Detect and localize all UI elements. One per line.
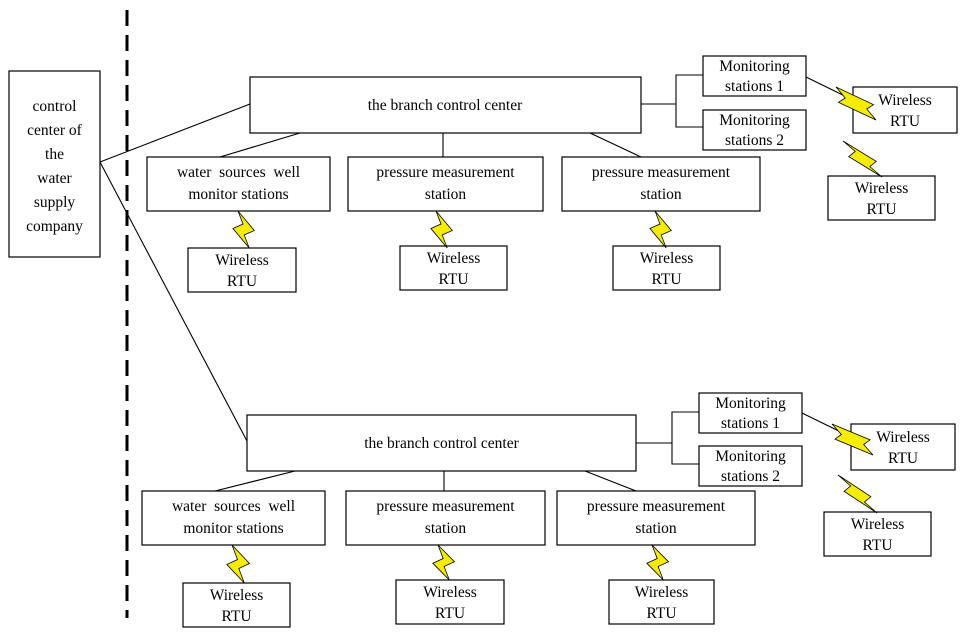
wireless-rtu-box: Wireless RTU (823, 511, 932, 557)
rtu-line-1: Wireless (215, 252, 269, 269)
rtu-line-1: Wireless (851, 516, 905, 533)
lightning-bolt-icon (432, 544, 456, 581)
pressure-station-1a: pressure measurement station (347, 156, 544, 212)
branch-group-2: the branch control center water sources … (141, 392, 956, 628)
rtu-line-2: RTU (435, 605, 465, 622)
rtu-line-2: RTU (646, 605, 676, 622)
pressure-station-1b: pressure measurement station (561, 156, 761, 212)
pressure-station-line-1: pressure measurement (376, 164, 515, 181)
lightning-bolt-icon (835, 86, 877, 121)
wireless-rtu-box: Wireless RTU (852, 86, 958, 134)
lightning-bolt-icon (831, 423, 874, 456)
wireless-rtu-box: Wireless RTU (850, 423, 956, 471)
wireless-rtu-box: Wireless RTU (395, 579, 505, 625)
control-center-line-1: control (33, 98, 77, 115)
water-sources-station-2: water sources well monitor stations (141, 490, 326, 546)
rtu-line-2: RTU (866, 201, 896, 218)
rtu-line-1: Wireless (878, 92, 932, 109)
pressure-station-line-2: station (635, 520, 677, 537)
control-center-line-3: the (45, 146, 64, 163)
monitoring-station-line-2: stations 2 (725, 132, 784, 149)
pressure-station-line-2: station (640, 186, 682, 203)
pressure-station-2a: pressure measurement station (345, 490, 546, 546)
control-center-line-4: water (37, 170, 72, 187)
lightning-bolt-icon (842, 140, 883, 178)
rtu-line-1: Wireless (640, 250, 694, 267)
rtu-line-2: RTU (227, 273, 257, 290)
rtu-line-1: Wireless (427, 250, 481, 267)
branch-control-center-label: the branch control center (368, 97, 523, 114)
branch-control-center-label: the branch control center (364, 435, 519, 452)
rtu-line-2: RTU (438, 271, 468, 288)
lightning-bolt-icon (226, 544, 251, 584)
control-center-box: control center of the water supply compa… (8, 70, 101, 258)
control-center-line-2: center of (27, 122, 82, 139)
water-station-line-2: monitor stations (188, 186, 288, 203)
lightning-bolt-icon (232, 210, 255, 249)
pressure-station-line-1: pressure measurement (587, 498, 726, 515)
monitoring-station-line-1: Monitoring (719, 58, 790, 75)
wireless-rtu-box: Wireless RTU (182, 582, 291, 628)
connector-bracket (675, 74, 703, 128)
connector (589, 132, 642, 158)
lightning-bolt-icon (837, 474, 878, 514)
link-control-to-branch-1 (99, 103, 251, 163)
connector-bracket (671, 411, 699, 465)
wireless-rtu-box: Wireless RTU (187, 247, 297, 293)
branch-control-center-2: the branch control center (246, 414, 637, 472)
pressure-station-line-1: pressure measurement (592, 164, 731, 181)
rtu-line-2: RTU (651, 271, 681, 288)
rtu-line-1: Wireless (423, 584, 477, 601)
link-control-to-branch-2 (99, 161, 248, 442)
rtu-line-1: Wireless (855, 180, 909, 197)
pressure-station-line-2: station (425, 186, 467, 203)
lightning-bolt-icon (646, 544, 670, 581)
rtu-line-2: RTU (888, 450, 918, 467)
monitoring-station-2-box: Monitoring stations 2 (698, 445, 803, 487)
water-sources-station-1: water sources well monitor stations (146, 156, 331, 212)
monitoring-station-line-2: stations 1 (725, 78, 784, 95)
connector (219, 132, 301, 158)
monitoring-station-1-box: Monitoring stations 1 (698, 392, 803, 434)
wireless-rtu-box: Wireless RTU (399, 245, 508, 291)
wireless-rtu-box: Wireless RTU (608, 579, 715, 625)
rtu-line-1: Wireless (876, 429, 930, 446)
lightning-bolt-icon (649, 210, 672, 249)
control-center-line-5: supply (34, 194, 76, 211)
branch-control-center-1: the branch control center (249, 76, 642, 134)
water-station-line-1: water sources well (177, 164, 300, 181)
rtu-line-1: Wireless (210, 587, 264, 604)
pressure-station-line-1: pressure measurement (376, 498, 515, 515)
rtu-line-2: RTU (221, 608, 251, 625)
monitoring-station-line-1: Monitoring (719, 112, 790, 129)
control-center-line-6: company (26, 218, 83, 235)
rtu-line-2: RTU (890, 113, 920, 130)
wireless-rtu-box: Wireless RTU (612, 245, 721, 291)
connector (214, 470, 296, 492)
monitoring-station-line-1: Monitoring (715, 395, 786, 412)
pressure-station-line-2: station (425, 520, 467, 537)
water-station-line-2: monitor stations (183, 520, 283, 537)
branch-group-1: the branch control center water sources … (146, 55, 958, 293)
pressure-station-2b: pressure measurement station (556, 490, 756, 546)
rtu-line-2: RTU (862, 537, 892, 554)
monitoring-station-line-2: stations 2 (721, 468, 780, 485)
rtu-line-1: Wireless (635, 584, 689, 601)
connector (584, 470, 637, 492)
monitoring-station-2-box: Monitoring stations 2 (702, 109, 807, 151)
wireless-rtu-box: Wireless RTU (827, 175, 936, 221)
monitoring-station-1-box: Monitoring stations 1 (702, 55, 807, 97)
lightning-bolt-icon (430, 210, 453, 249)
monitoring-station-line-1: Monitoring (715, 448, 786, 465)
monitoring-station-line-2: stations 1 (721, 415, 780, 432)
water-station-line-1: water sources well (172, 498, 295, 515)
